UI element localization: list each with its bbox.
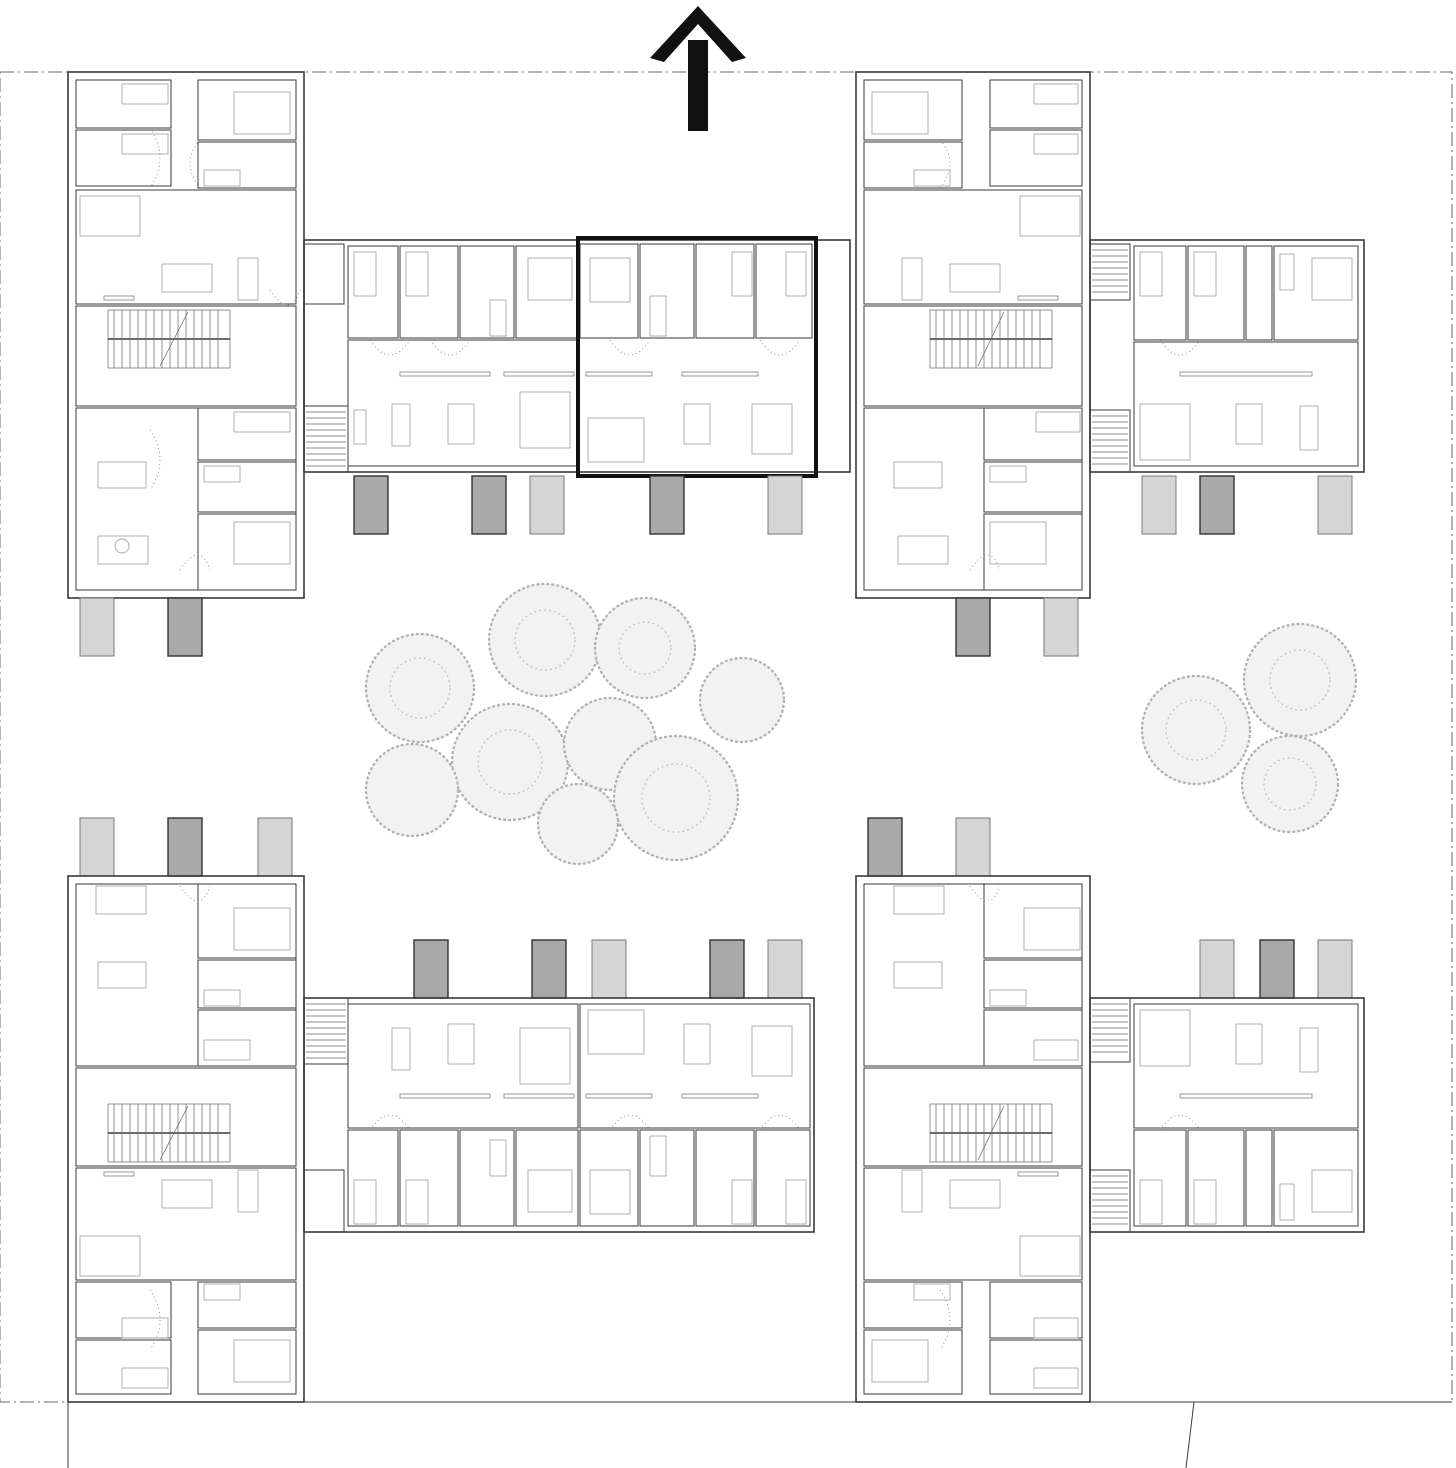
south-building <box>67 817 1365 1403</box>
tree-cluster-east <box>1140 622 1358 834</box>
north-building <box>67 71 1365 657</box>
south-left-stair <box>107 1103 231 1163</box>
south-left-tower <box>67 875 305 1403</box>
north-arrow-icon <box>650 6 746 131</box>
north-east-wing <box>1089 239 1365 473</box>
north-left-tower <box>67 71 305 599</box>
north-building-unit <box>576 236 818 478</box>
tree-cluster-center <box>364 582 786 866</box>
north-right-stair <box>929 309 1053 369</box>
south-east-wing <box>1089 997 1365 1233</box>
highlighted-unit-frame <box>576 236 818 478</box>
south-middle-wing <box>303 997 815 1233</box>
south-balconies <box>79 817 1353 999</box>
north-balconies <box>79 475 1353 657</box>
north-right-tower <box>855 71 1091 599</box>
south-right-tower <box>855 875 1091 1403</box>
door-swings <box>149 127 1201 1351</box>
south-right-stair <box>929 1103 1053 1163</box>
north-left-stair <box>107 309 231 369</box>
